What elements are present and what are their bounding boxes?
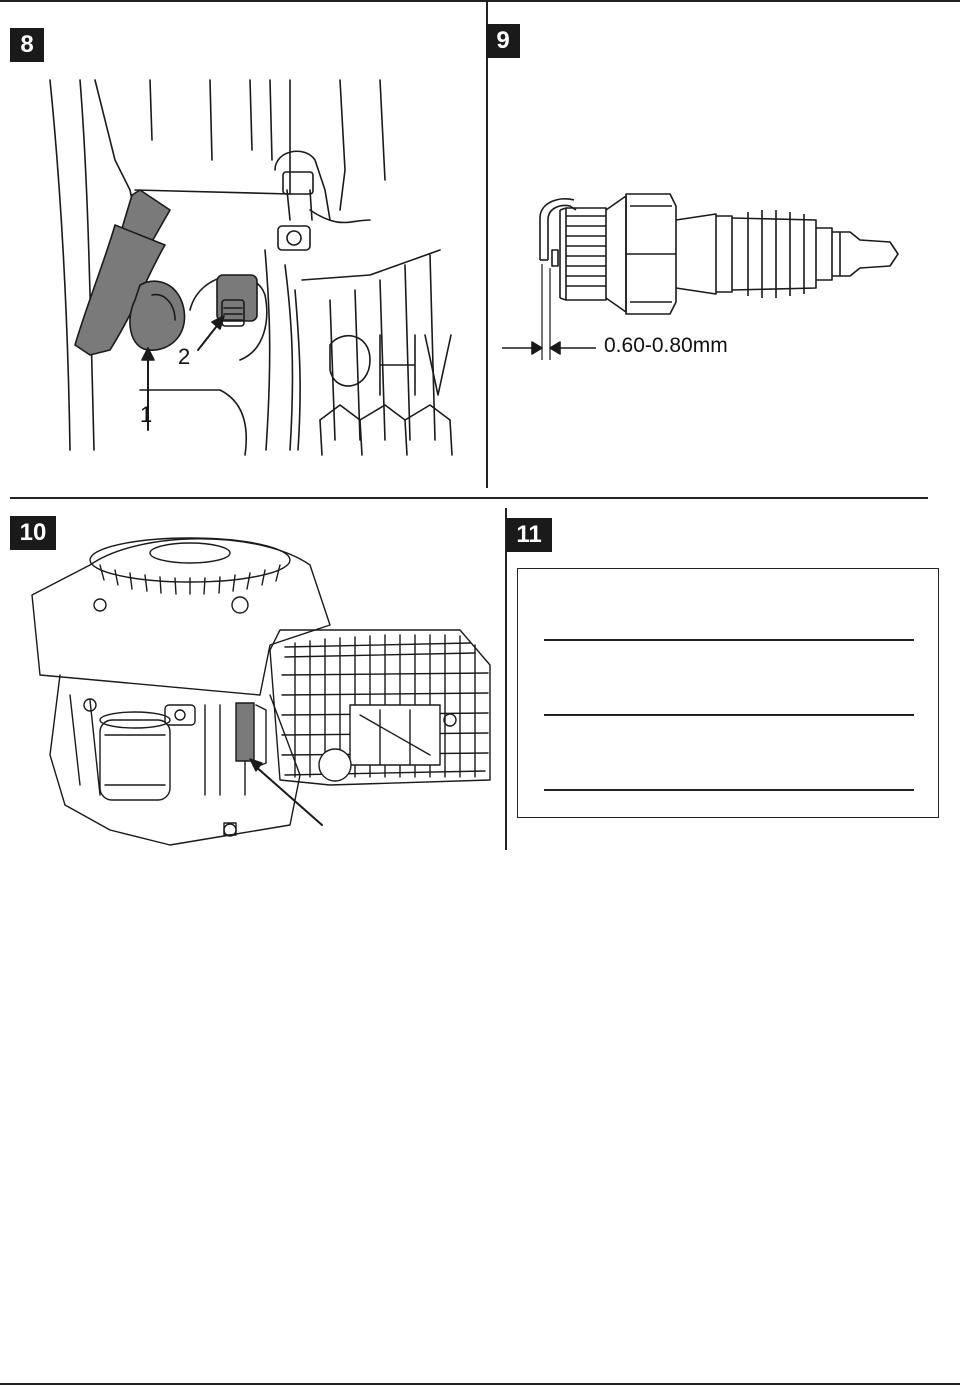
record-line-2 (544, 714, 914, 716)
callout-label-2: 2 (178, 344, 191, 369)
figure-10-badge: 10 (10, 516, 56, 550)
figure-10-engine-label-location (30, 535, 500, 855)
divider-vertical-bottom (505, 508, 507, 850)
divider-vertical-top (486, 0, 488, 488)
divider-horizontal (10, 497, 928, 499)
top-rule (0, 0, 960, 2)
record-line-3 (544, 789, 914, 791)
figure-9-badge: 9 (486, 24, 520, 58)
bottom-rule (0, 1383, 960, 1385)
figure-9-spark-plug-gap (500, 180, 910, 370)
record-line-1 (544, 639, 914, 641)
figure-8-spark-plug-cap (40, 60, 460, 460)
callout-label-1: 1 (140, 402, 153, 427)
figure-11-badge: 11 (506, 518, 552, 552)
gap-spec-label: 0.60-0.80mm (604, 334, 728, 357)
figure-8-badge: 8 (10, 28, 44, 62)
record-box (517, 568, 939, 818)
